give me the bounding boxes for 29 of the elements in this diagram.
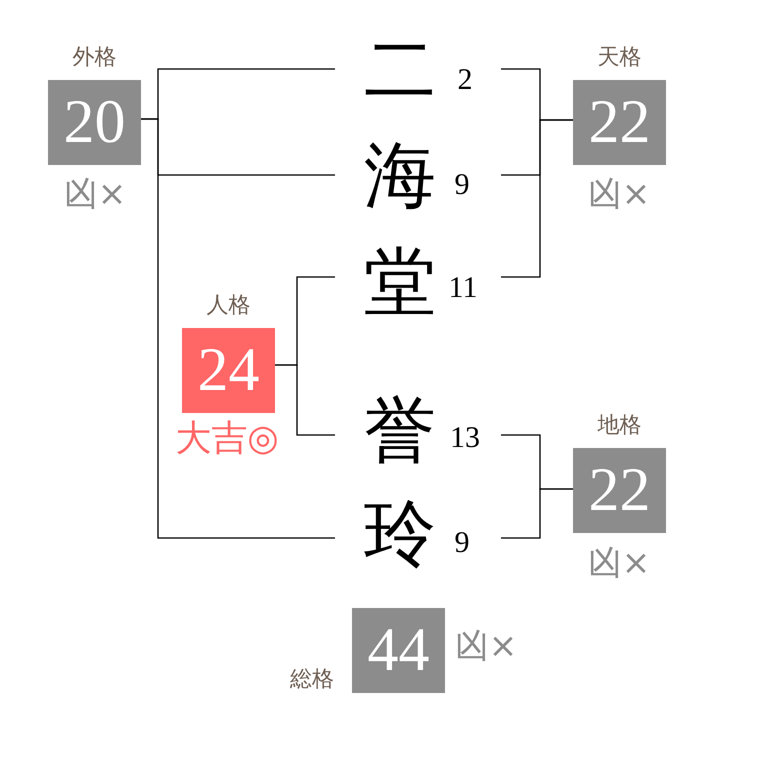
stroke-count: 13 <box>450 423 480 453</box>
bracket-line <box>501 488 573 539</box>
category-label: 外格 <box>72 45 116 71</box>
fortune-verdict: 凶× <box>588 174 650 214</box>
bracket-line <box>141 118 335 539</box>
category-label: 天格 <box>598 45 642 71</box>
score-box: 44 <box>352 608 445 693</box>
score-box: 24 <box>182 328 275 413</box>
name-character: 海 <box>364 140 436 212</box>
score-box: 22 <box>573 448 666 533</box>
bracket-line <box>501 119 573 278</box>
name-character: 誉 <box>364 395 436 467</box>
score-box: 20 <box>48 80 141 165</box>
fortune-verdict: 凶× <box>454 626 518 666</box>
name-character: 堂 <box>364 246 436 318</box>
stroke-count: 9 <box>454 170 470 200</box>
name-character: 玲 <box>364 498 436 570</box>
fortune-verdict: 凶× <box>64 174 126 214</box>
score-box: 22 <box>573 80 666 165</box>
fortune-verdict: 大吉◎ <box>175 419 279 459</box>
category-label: 地格 <box>598 413 642 439</box>
category-label: 人格 <box>206 293 250 319</box>
category-label: 総格 <box>290 667 334 693</box>
bracket-line <box>275 364 335 436</box>
stroke-count: 2 <box>458 65 472 95</box>
stroke-count: 9 <box>454 528 470 558</box>
stroke-count: 11 <box>448 273 478 303</box>
fortune-verdict: 凶× <box>588 543 650 583</box>
name-character: 二 <box>364 34 436 106</box>
